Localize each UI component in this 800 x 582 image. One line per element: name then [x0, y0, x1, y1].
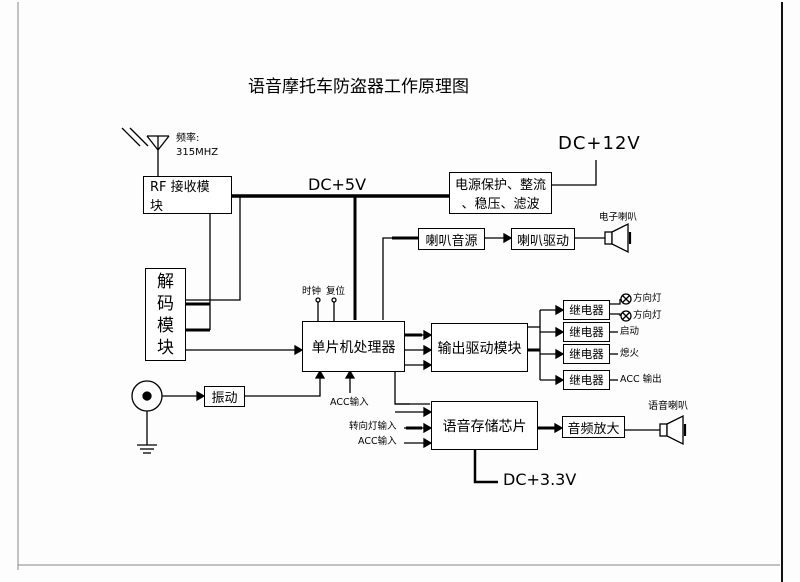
output-driver-label: 输出驱动模块 — [437, 340, 522, 357]
horn-source-label: 喇叭音源 — [425, 233, 478, 249]
voice-acc-input-label: ACC输入 — [358, 436, 397, 447]
relay-4-label: 继电器 — [569, 373, 604, 387]
relay-3-label: 继电器 — [569, 347, 604, 361]
decoder-char-2: 码 — [157, 293, 174, 314]
kill-label: 熄火 — [620, 348, 640, 359]
relay-3: 继电器 — [563, 344, 610, 364]
antenna-icon — [121, 127, 170, 176]
mcu-acc-input-label: ACC输入 — [330, 397, 369, 408]
electronic-horn-icon — [604, 222, 632, 254]
horn-source-module: 喇叭音源 — [418, 228, 485, 250]
voice-speaker-label: 语音喇叭 — [648, 401, 688, 412]
clock-label: 时钟 — [302, 286, 322, 297]
vibration-label: 振动 — [211, 391, 238, 406]
horn-driver-label: 喇叭驱动 — [516, 233, 569, 249]
relay-2-label: 继电器 — [569, 325, 604, 339]
decoder-module: 解 码 模 块 — [145, 268, 186, 361]
voice-storage-label: 语音存储芯片 — [442, 418, 527, 435]
power-line1: 电源保护、整流 — [454, 178, 546, 193]
page-title: 语音摩托车防盗器工作原理图 — [248, 77, 469, 97]
start-label: 启动 — [620, 326, 640, 337]
turn-signal-input-label: 转向灯输入 — [349, 421, 397, 432]
decoder-char-3: 模 — [157, 315, 174, 336]
decoder-char-4: 块 — [157, 337, 174, 358]
relay-1-label: 继电器 — [569, 303, 604, 317]
rf-receiver-module: RF 接收模 块 — [143, 176, 232, 214]
power-protection-module: 电源保护、整流 、稳压、滤波 — [449, 172, 552, 214]
rf-receiver-line1: RF 接收模 — [150, 180, 210, 195]
electronic-horn-label: 电子喇叭 — [599, 212, 638, 223]
dc5v-label: DC+5V — [308, 175, 367, 194]
turn-lamp-label-1: 方向灯 — [633, 293, 662, 304]
output-driver-module: 输出驱动模块 — [431, 323, 528, 372]
dc12v-label: DC+12V — [558, 133, 641, 154]
turn-lamp-label-2: 方向灯 — [633, 310, 662, 321]
reset-label: 复位 — [326, 286, 346, 297]
dc12v-wire — [552, 160, 597, 186]
horn-driver-module: 喇叭驱动 — [511, 228, 575, 250]
audio-amplifier: 音频放大 — [562, 416, 625, 438]
voice-speaker-icon — [659, 414, 687, 446]
mcu-label: 单片机处理器 — [311, 339, 396, 356]
relay-2: 继电器 — [563, 322, 610, 342]
power-line2: 、稳压、滤波 — [461, 197, 540, 212]
dc33v-label: DC+3.3V — [503, 470, 577, 489]
frequency-label: 频率: — [176, 133, 200, 144]
frequency-value: 315MHZ — [176, 147, 219, 158]
relay-4: 继电器 — [563, 370, 610, 390]
rf-to-decoder-2 — [186, 197, 241, 301]
relay-1: 继电器 — [563, 300, 610, 320]
decoder-char-1: 解 — [157, 271, 174, 292]
rf-receiver-line2: 块 — [150, 199, 164, 214]
mcu-to-horn-source — [382, 237, 418, 320]
audio-amp-label: 音频放大 — [567, 421, 620, 437]
voice-storage-chip: 语音存储芯片 — [431, 401, 538, 450]
acc-output-label: ACC 输出 — [620, 374, 662, 385]
mcu-processor: 单片机处理器 — [302, 321, 405, 372]
vibration-module: 振动 — [204, 386, 245, 407]
